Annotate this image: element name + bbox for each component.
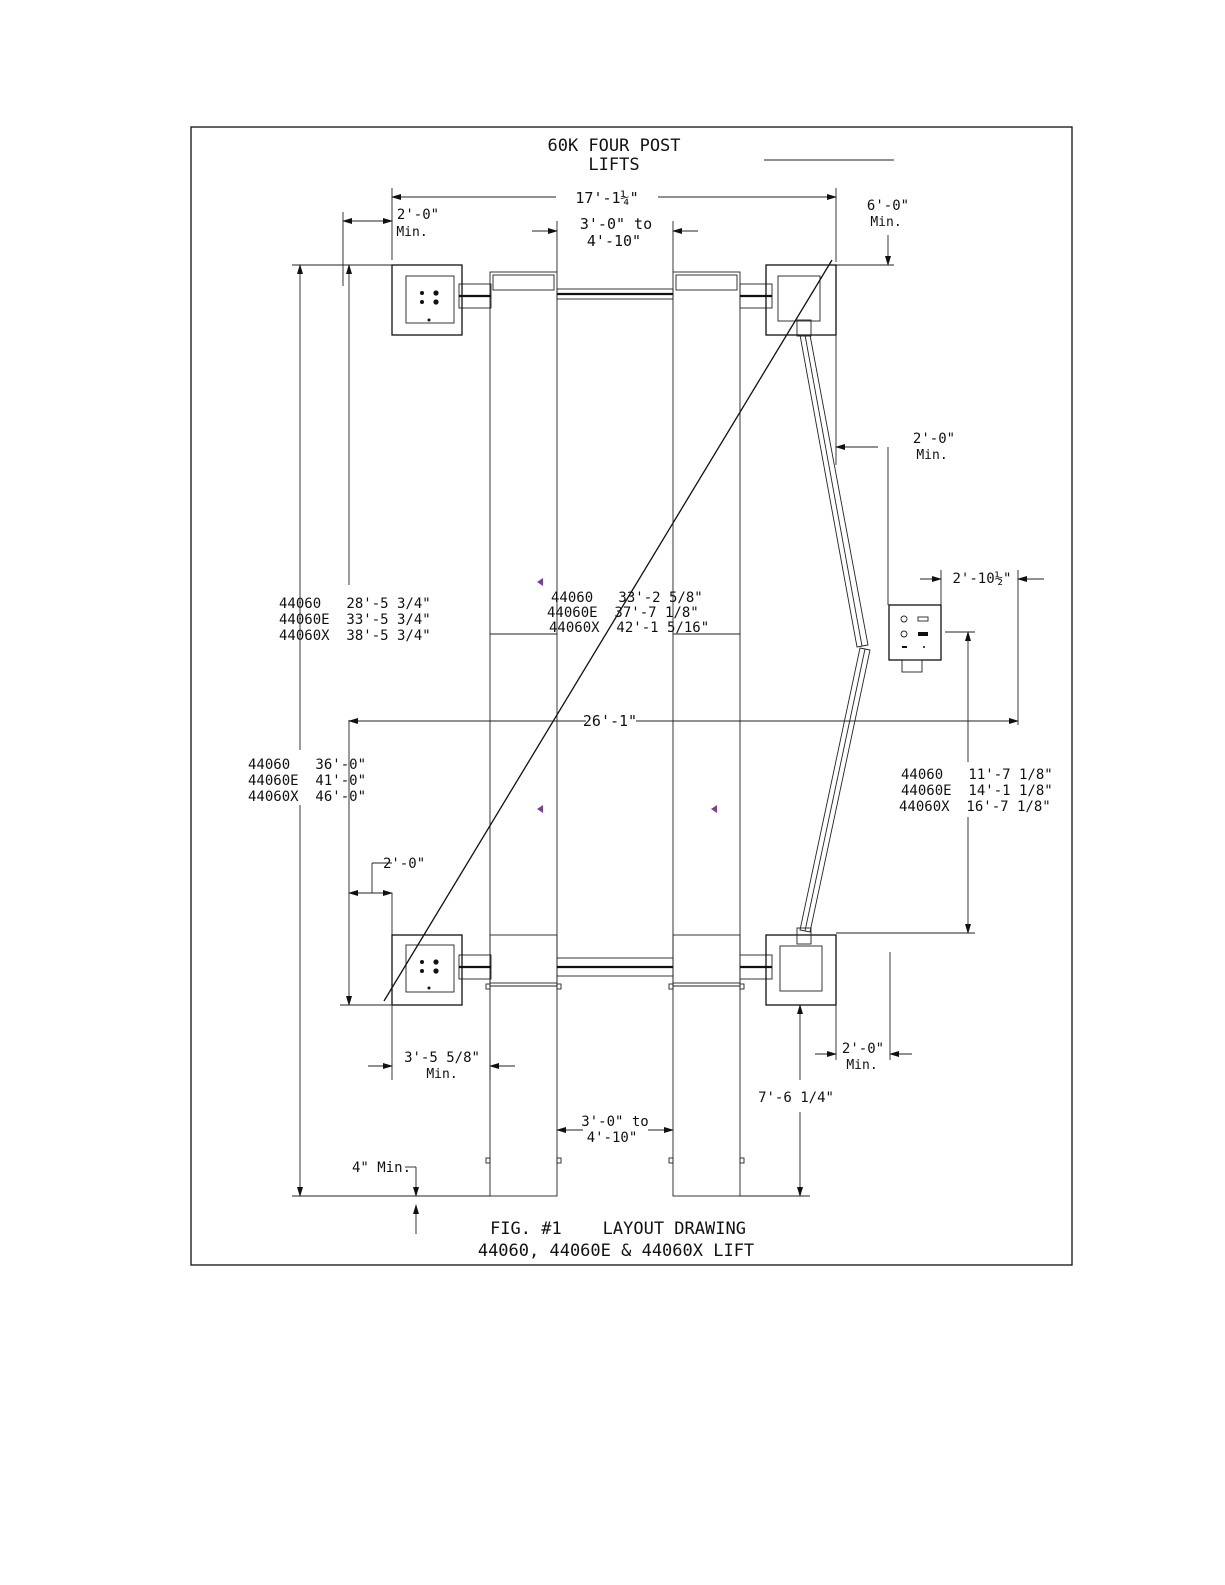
dim-end-clear: 4" Min. xyxy=(352,1160,411,1176)
dim-bottom-right-clear: 2'-0" xyxy=(842,1041,884,1057)
dim-bottom-right-clear-min: Min. xyxy=(846,1058,877,1073)
post-top-right xyxy=(765,264,837,336)
post-bottom-left xyxy=(391,934,463,1006)
figure-caption-line1: FIG. #1 LAYOUT DRAWING xyxy=(490,1219,746,1239)
dim-console-position-lines xyxy=(836,631,975,934)
dim-top-left-clear: 2'-0" xyxy=(397,207,439,223)
console-position-row-1: 44060 11'-7 1/8" xyxy=(901,767,1053,783)
dim-top-right-clear-min: Min. xyxy=(870,215,901,230)
dim-bottom-right-clear-lines xyxy=(815,952,912,1060)
dim-overall-width-lines xyxy=(391,188,837,262)
top-cross-beam xyxy=(458,283,773,309)
dim-side-clear-lines xyxy=(835,335,889,605)
dim-bottom-left-clear-min: Min. xyxy=(426,1067,457,1082)
diagonal-row-2: 44060E 37'-7 1/8" xyxy=(547,605,699,621)
dim-post-spacing-lines xyxy=(340,264,392,1006)
overall-length-row-2: 44060E 41'-0" xyxy=(248,773,366,789)
diagonal-row-1: 44060 33'-2 5/8" xyxy=(551,590,703,606)
dim-total-length: 26'-1" xyxy=(583,712,637,730)
drawing-title-line1: 60K FOUR POST xyxy=(547,136,680,156)
dim-runway-gap-top-2: 4'-10" xyxy=(587,232,641,250)
dim-top-left-clear-min: Min. xyxy=(396,225,427,240)
post-spacing-row-2: 44060E 33'-5 3/4" xyxy=(279,612,431,628)
post-top-left xyxy=(391,264,463,336)
left-approach-ramp xyxy=(485,983,562,1197)
drawing-title-line2: LIFTS xyxy=(588,155,639,175)
dim-bottom-left-clear-lines xyxy=(368,1005,515,1080)
dim-ramp-length: 7'-6 1/4" xyxy=(758,1090,834,1106)
post-spacing-row-3: 44060X 38'-5 3/4" xyxy=(279,628,431,644)
dim-top-right-clear-lines xyxy=(764,159,894,266)
dim-runway-gap-top-lines xyxy=(532,221,698,272)
runway-marks xyxy=(537,578,717,813)
dim-side-clear-min: Min. xyxy=(916,448,947,463)
figure-caption-line2: 44060, 44060E & 44060X LIFT xyxy=(478,1241,754,1261)
diagonal-row-3: 44060X 42'-1 5/16" xyxy=(549,620,709,636)
console-position-row-2: 44060E 14'-1 1/8" xyxy=(901,783,1053,799)
dim-console-width: 2'-10½" xyxy=(952,571,1011,587)
dim-left-lower-clear-lines xyxy=(348,862,393,935)
power-unit-console xyxy=(888,604,942,673)
dim-ramp-length-lines xyxy=(740,1004,810,1197)
dim-runway-gap-top-1: 3'-0" to xyxy=(580,215,652,233)
lower-hydraulic-tube xyxy=(796,647,871,945)
dim-top-right-clear: 6'-0" xyxy=(867,198,909,214)
dim-top-left-clear-lines xyxy=(342,212,393,286)
dim-overall-width: 17'-1¼" xyxy=(575,189,638,207)
dim-console-width-lines xyxy=(920,570,1044,725)
dim-overall-length-lines xyxy=(292,264,490,1197)
console-position-row-3: 44060X 16'-7 1/8" xyxy=(899,799,1051,815)
post-spacing-row-1: 44060 28'-5 3/4" xyxy=(279,596,431,612)
dim-end-clear-lines xyxy=(405,1166,419,1234)
diagonal-line xyxy=(383,259,833,1002)
dim-left-lower-clear: 2'-0" xyxy=(383,856,425,872)
overall-length-row-3: 44060X 46'-0" xyxy=(248,789,366,805)
overall-length-row-1: 44060 36'-0" xyxy=(248,757,366,773)
left-runway xyxy=(489,271,558,987)
right-approach-ramp xyxy=(668,983,745,1197)
bottom-cross-beam xyxy=(458,954,773,980)
drawing-frame xyxy=(190,126,1073,1266)
post-bottom-right xyxy=(765,934,837,1006)
dim-side-clear: 2'-0" xyxy=(913,431,955,447)
dim-runway-gap-bottom-1: 3'-0" to xyxy=(581,1114,648,1130)
upper-hydraulic-tube xyxy=(796,319,869,648)
dim-bottom-left-clear: 3'-5 5/8" xyxy=(404,1050,480,1066)
dim-runway-gap-bottom-2: 4'-10" xyxy=(587,1130,638,1146)
